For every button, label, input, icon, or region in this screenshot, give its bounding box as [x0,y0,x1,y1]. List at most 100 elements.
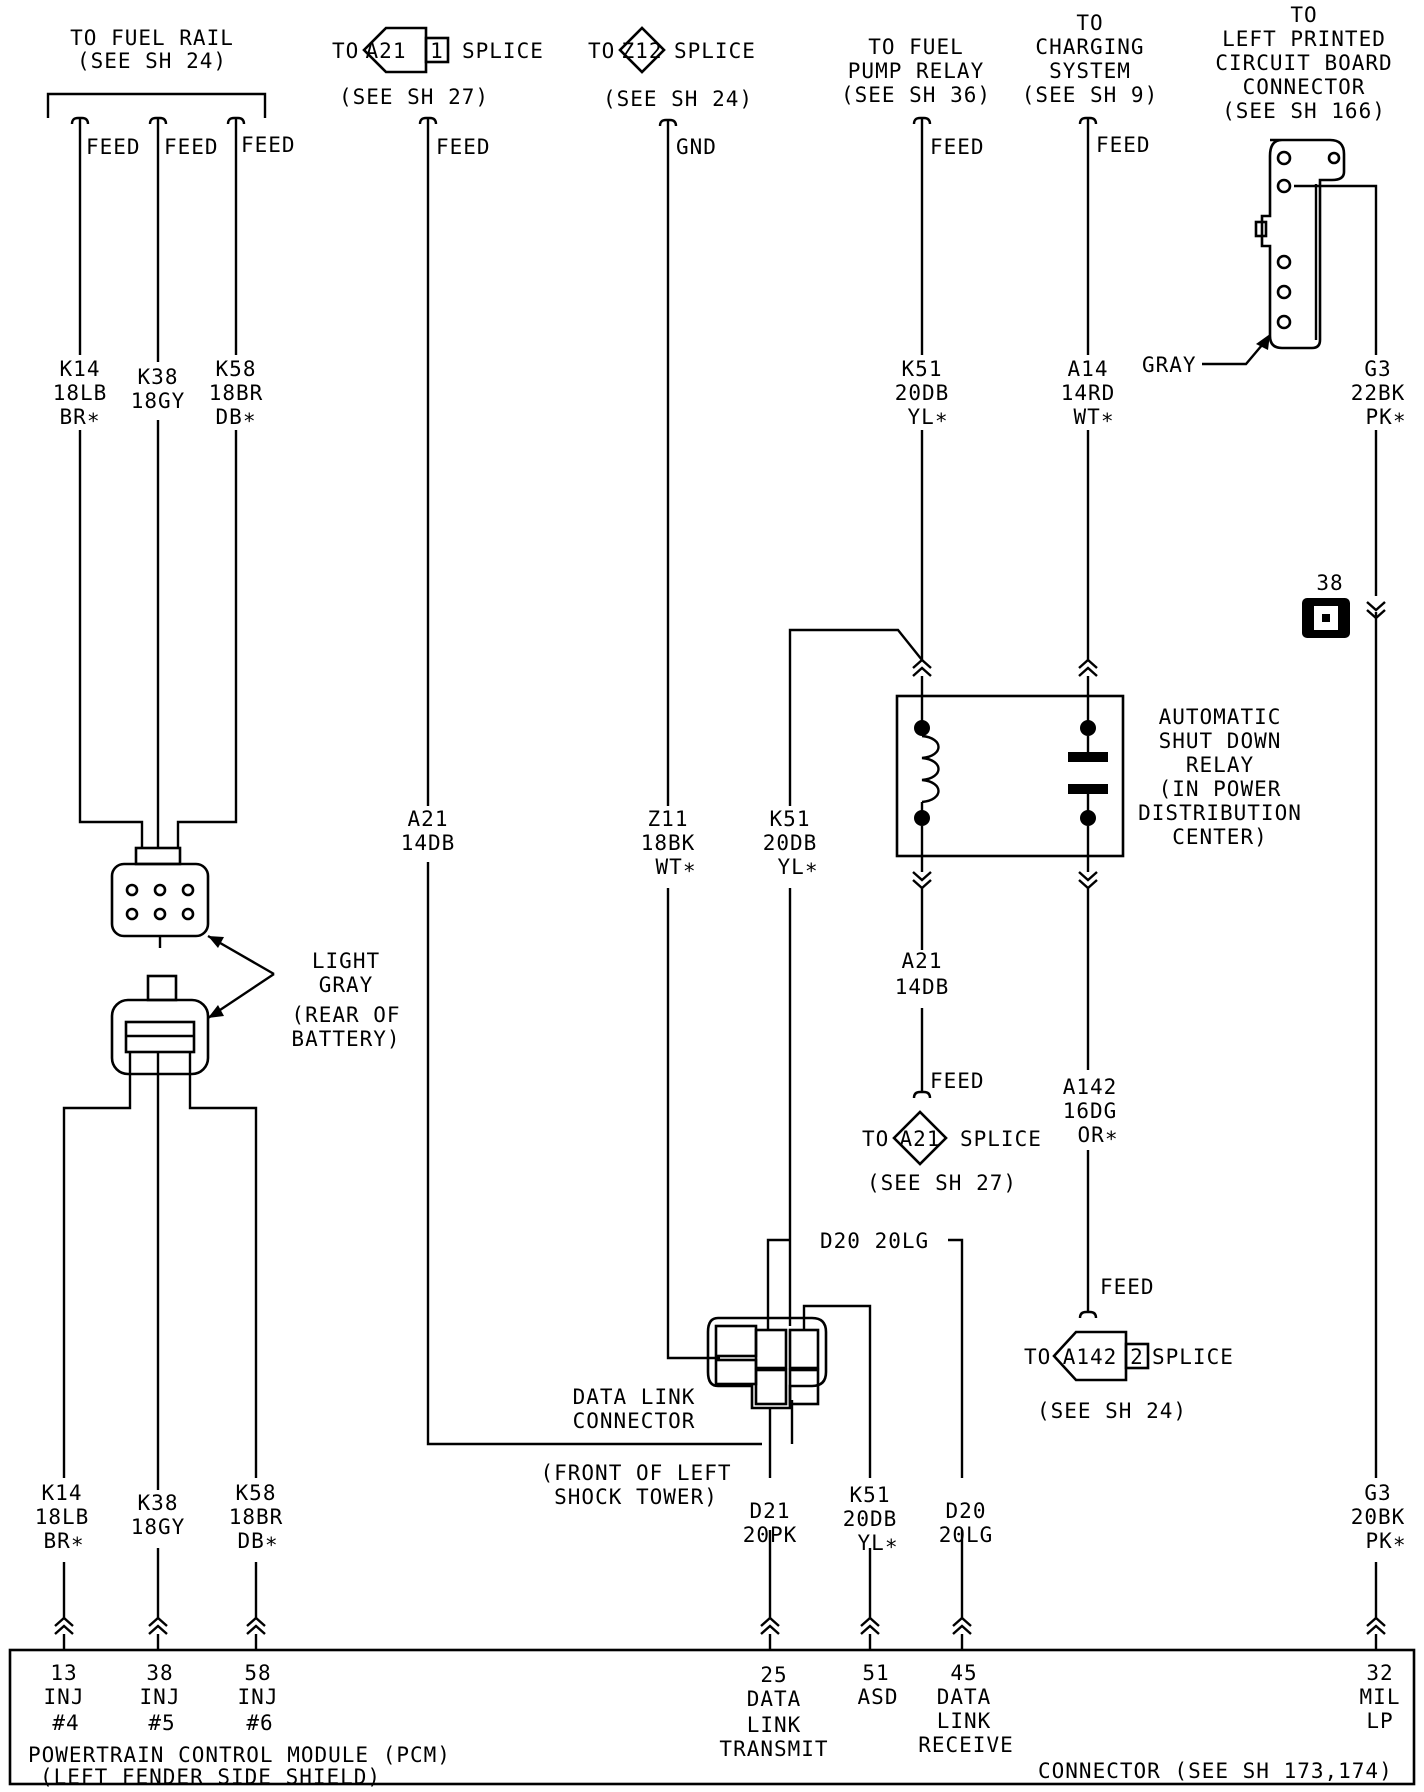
svg-text:GND: GND [676,135,717,159]
svg-text:G3: G3 [1364,1481,1391,1505]
svg-text:YL∗: YL∗ [858,1531,899,1555]
svg-text:(IN POWER: (IN POWER [1159,777,1282,801]
wire-k51-top: K51 20DB YL∗ [895,118,950,660]
svg-text:TO: TO [862,1127,889,1151]
svg-text:A21: A21 [408,807,449,831]
wire-a14: A14 14RD WT∗ [1061,118,1116,660]
svg-text:LINK: LINK [747,1713,802,1737]
fuel-pump-relay-ref: TO FUEL PUMP RELAY (SEE SH 36) FEED [841,35,991,159]
svg-text:OR∗: OR∗ [1078,1123,1119,1147]
svg-text:38: 38 [146,1661,173,1685]
wire-k38-top-label: K38 18GY [131,365,185,413]
svg-text:TRANSMIT: TRANSMIT [719,1737,828,1761]
svg-text:GRAY: GRAY [319,973,374,997]
svg-text:K14: K14 [60,357,101,381]
svg-text:BATTERY): BATTERY) [291,1027,400,1051]
svg-text:FEED: FEED [930,1069,985,1093]
svg-text:WT∗: WT∗ [1074,405,1115,429]
splice-id: A21 [900,1127,941,1151]
svg-text:(FRONT OF LEFT: (FRONT OF LEFT [540,1461,731,1485]
pcm-pin-45: 45 DATA LINK RECEIVE [918,1661,1013,1757]
svg-text:SHUT DOWN: SHUT DOWN [1159,729,1282,753]
svg-text:2: 2 [1130,1345,1144,1369]
svg-text:(SEE SH 27): (SEE SH 27) [867,1171,1017,1195]
wire-k14-bottom-label: K14 18LB BR∗ [35,1481,90,1553]
svg-text:CONNECTOR: CONNECTOR [1243,75,1366,99]
svg-text:G3: G3 [1364,357,1391,381]
svg-text:20DB: 20DB [895,381,950,405]
svg-text:18GY: 18GY [131,1515,186,1539]
svg-text:#6: #6 [246,1711,273,1735]
svg-text:FEED: FEED [1096,133,1151,157]
pcm-pin-58: 58 INJ #6 [238,1661,278,1735]
wire-a21-relay: A21 14DB [895,888,948,1099]
svg-text:LEFT PRINTED: LEFT PRINTED [1222,27,1386,51]
light-gray-label-1: LIGHT [312,949,380,973]
svg-text:SHOCK TOWER): SHOCK TOWER) [554,1485,718,1509]
wire-k58-bottom-label: K58 18BR DB∗ [229,1481,283,1553]
splice-z12: TO Z12 SPLICE (SEE SH 24) GND [588,26,756,159]
svg-text:K58: K58 [216,357,257,381]
svg-text:PK∗: PK∗ [1366,1529,1407,1553]
svg-text:INJ: INJ [140,1685,181,1709]
wire-d20-top-label: D20 20LG [820,1229,929,1253]
wire-k58-top-label: K58 18BR DB∗ [209,357,263,429]
gray-label: GRAY [1142,353,1197,377]
svg-text:A21: A21 [902,949,943,973]
feed-label: FEED [164,135,219,159]
asd-relay [895,658,1125,890]
fuel-rail-title: TO FUEL RAIL [70,26,234,50]
svg-text:14RD: 14RD [1061,381,1116,405]
svg-text:(SEE SH 24): (SEE SH 24) [603,87,753,111]
data-link-connector [706,1316,828,1410]
data-link-label: DATA LINK CONNECTOR (FRONT OF LEFT SHOCK… [540,1385,731,1509]
svg-text:LINK: LINK [937,1709,992,1733]
wire-d21-label: D21 20PK [743,1499,798,1547]
svg-text:(SEE SH 36): (SEE SH 36) [841,83,991,107]
svg-text:SPLICE: SPLICE [674,39,756,63]
svg-text:BR∗: BR∗ [60,405,101,429]
svg-text:(SEE SH 24): (SEE SH 24) [1037,1399,1187,1423]
feed-label: FEED [86,135,141,159]
svg-text:K38: K38 [138,1491,179,1515]
svg-text:38: 38 [1316,571,1343,595]
svg-text:(LEFT FENDER SIDE SHIELD): (LEFT FENDER SIDE SHIELD) [40,1765,381,1789]
svg-text:FEED: FEED [1100,1275,1155,1299]
svg-text:K51: K51 [850,1483,891,1507]
wire-k38-bottom-label: K38 18GY [131,1491,186,1539]
wire-g3: G3 22BK PK∗ G3 20BK PK∗ [1351,357,1407,1650]
svg-text:TO: TO [1076,11,1103,35]
wire-d20-bottom-label: D20 20LG [939,1499,994,1547]
svg-text:20DB: 20DB [843,1507,898,1531]
svg-text:18LB: 18LB [35,1505,90,1529]
fuel-rail-group: TO FUEL RAIL (SEE SH 24) FEED FEED FEED [46,26,295,159]
svg-text:22BK: 22BK [1351,381,1406,405]
svg-text:DISTRIBUTION: DISTRIBUTION [1138,801,1302,825]
svg-text:(REAR OF: (REAR OF [291,1003,400,1027]
wire-k14-top-label: K14 18LB BR∗ [53,357,107,429]
splice-a21-top: TO A21 1 SPLICE (SEE SH 27) FEED [332,26,543,159]
connector-38: 38 [1302,571,1350,638]
svg-text:20LG: 20LG [939,1523,994,1547]
svg-text:CENTER): CENTER) [1172,825,1268,849]
svg-text:#5: #5 [148,1711,175,1735]
splice-a21-bottom: FEED TO A21 SPLICE (SEE SH 27) [862,1069,1041,1195]
svg-text:A14: A14 [1068,357,1109,381]
injector-connector-upper [110,846,210,948]
svg-text:DATA: DATA [747,1687,802,1711]
svg-text:20BK: 20BK [1351,1505,1406,1529]
svg-text:45: 45 [950,1661,977,1685]
svg-text:A142: A142 [1063,1075,1118,1099]
svg-text:(SEE SH 166): (SEE SH 166) [1222,99,1386,123]
pcm-box [8,1648,1416,1786]
relay-box [895,694,1125,858]
svg-text:(SEE SH 9): (SEE SH 9) [1022,83,1158,107]
svg-text:K14: K14 [42,1481,83,1505]
svg-text:K51: K51 [902,357,943,381]
svg-text:MIL: MIL [1360,1685,1401,1709]
injector-wires-bottom [53,1052,267,1650]
svg-text:20PK: 20PK [743,1523,798,1547]
wire-a142: A142 16DG OR∗ [1063,888,1119,1319]
svg-text:K58: K58 [236,1481,277,1505]
